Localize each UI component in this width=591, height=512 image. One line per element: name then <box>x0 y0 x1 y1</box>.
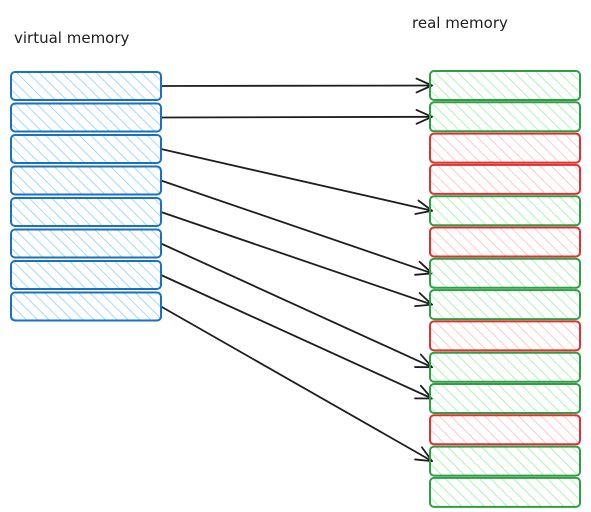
real-frame-used <box>429 289 581 321</box>
real-frame-used <box>429 383 581 414</box>
real-frame-free <box>429 414 581 446</box>
mapping-arrow <box>160 274 433 400</box>
mapping-arrow <box>160 242 433 369</box>
mapping-arrow <box>160 179 433 276</box>
real-frame-used <box>429 101 581 133</box>
real-frame-used <box>429 257 581 289</box>
mapping-arrows <box>160 77 433 463</box>
virtual-page <box>10 165 162 196</box>
real-frame-free <box>429 320 581 352</box>
real-frame-free <box>429 226 581 258</box>
real-frame-free <box>429 132 581 164</box>
virtual-page <box>10 102 162 133</box>
virtual-page <box>10 228 162 259</box>
real-frame-used <box>429 195 581 227</box>
real-frame-used <box>429 476 581 508</box>
mapping-arrow <box>160 148 433 215</box>
real-frame-used <box>429 445 581 477</box>
virtual-memory-label: virtual memory <box>14 29 130 47</box>
real-frame-free <box>429 163 581 195</box>
mapping-arrow <box>160 77 433 94</box>
mapping-arrow <box>160 305 433 463</box>
real-memory-stack <box>429 70 581 508</box>
virtual-memory-stack <box>10 71 162 322</box>
virtual-page <box>10 260 162 290</box>
virtual-page <box>10 71 162 101</box>
virtual-page <box>10 291 162 322</box>
real-memory-label: real memory <box>412 14 508 32</box>
real-frame-used <box>429 351 581 383</box>
virtual-page <box>10 134 162 164</box>
virtual-page <box>10 197 162 227</box>
real-frame-used <box>429 70 581 101</box>
mapping-arrow <box>160 109 433 125</box>
